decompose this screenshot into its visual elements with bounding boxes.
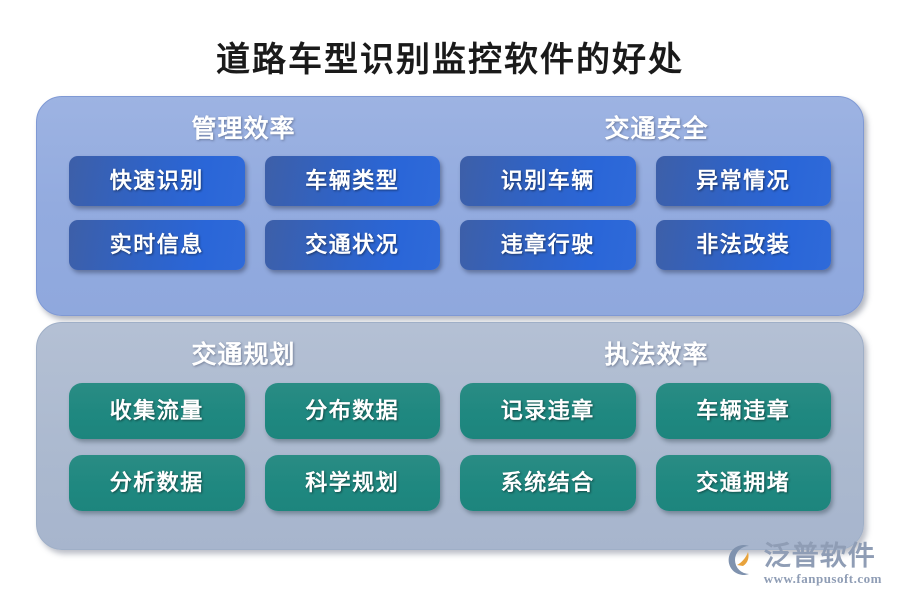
box-cell: 实时信息 (59, 213, 255, 277)
blue-boxes-grid: 快速识别 车辆类型 识别车辆 异常情况 实时信息 交通状况 违章行驶 非法改装 (37, 149, 863, 277)
item-box-vehicle-violations[interactable]: 车辆违章 (655, 383, 831, 439)
box-cell: 违章行驶 (450, 213, 646, 277)
section-header-management-efficiency: 管理效率 (191, 116, 296, 143)
item-box-collect-traffic-flow[interactable]: 收集流量 (69, 383, 245, 439)
item-box-fast-recognition[interactable]: 快速识别 (69, 156, 245, 206)
box-cell: 车辆违章 (646, 375, 842, 447)
green-boxes-grid: 收集流量 分布数据 记录违章 车辆违章 分析数据 科学规划 系统结合 交通拥堵 (37, 375, 863, 519)
box-cell: 识别车辆 (450, 149, 646, 213)
page-title: 道路车型识别监控软件的好处 (216, 42, 684, 79)
company-logo: 泛普软件 www.fanpusoft.com (724, 541, 882, 586)
item-box-realtime-information[interactable]: 实时信息 (69, 220, 245, 270)
box-cell: 科学规划 (255, 447, 451, 519)
box-cell: 交通拥堵 (646, 447, 842, 519)
box-cell: 收集流量 (59, 375, 255, 447)
item-box-record-violations[interactable]: 记录违章 (460, 383, 636, 439)
section-header-traffic-planning: 交通规划 (191, 342, 296, 369)
box-cell: 非法改装 (646, 213, 842, 277)
item-box-scientific-planning[interactable]: 科学规划 (264, 455, 440, 511)
box-cell: 交通状况 (255, 213, 451, 277)
section-header-traffic-safety: 交通安全 (604, 116, 709, 143)
box-cell: 记录违章 (450, 375, 646, 447)
logo-company-name: 泛普软件 (763, 541, 876, 571)
item-box-analyze-data[interactable]: 分析数据 (69, 455, 245, 511)
benefits-blue-panel: 管理效率 交通安全 快速识别 车辆类型 识别车辆 异常情况 实时信息 交通状况 … (36, 96, 864, 316)
item-box-traffic-congestion[interactable]: 交通拥堵 (655, 455, 831, 511)
item-box-traffic-conditions[interactable]: 交通状况 (264, 220, 440, 270)
box-cell: 分析数据 (59, 447, 255, 519)
box-cell: 异常情况 (646, 149, 842, 213)
logo-website-url: www.fanpusoft.com (763, 571, 882, 586)
item-box-distribution-data[interactable]: 分布数据 (264, 383, 440, 439)
box-cell: 分布数据 (255, 375, 451, 447)
item-box-illegal-modification[interactable]: 非法改装 (655, 220, 831, 270)
box-cell: 快速识别 (59, 149, 255, 213)
item-box-identify-vehicle[interactable]: 识别车辆 (460, 156, 636, 206)
box-cell: 系统结合 (450, 447, 646, 519)
logo-text-group: 泛普软件 www.fanpusoft.com (764, 541, 882, 586)
box-cell: 车辆类型 (255, 149, 451, 213)
item-box-system-integration[interactable]: 系统结合 (460, 455, 636, 511)
item-box-illegal-driving[interactable]: 违章行驶 (460, 220, 636, 270)
item-box-vehicle-type[interactable]: 车辆类型 (264, 156, 440, 206)
benefits-gray-panel: 交通规划 执法效率 收集流量 分布数据 记录违章 车辆违章 分析数据 科学规划 … (36, 322, 864, 550)
section-headers-row-blue: 管理效率 交通安全 (37, 97, 863, 149)
fanpu-logo-icon (724, 543, 758, 577)
section-header-law-enforcement-efficiency: 执法效率 (604, 342, 709, 369)
item-box-abnormal-situation[interactable]: 异常情况 (655, 156, 831, 206)
section-headers-row-gray: 交通规划 执法效率 (37, 323, 863, 375)
